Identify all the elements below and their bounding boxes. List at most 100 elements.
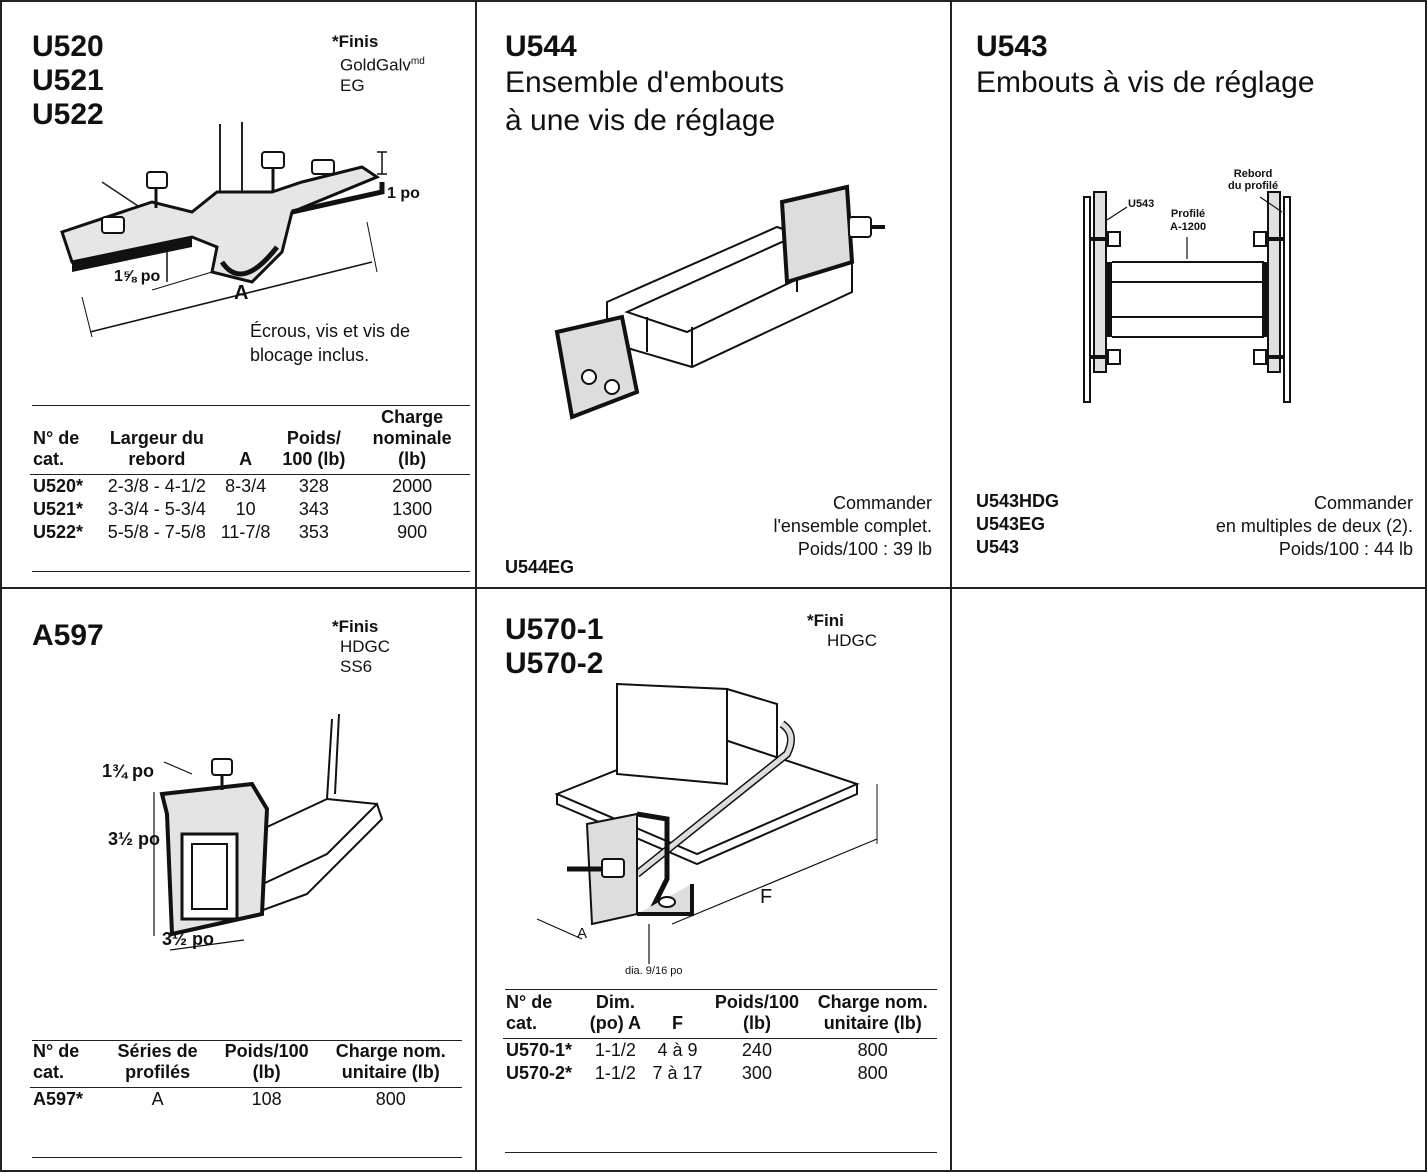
table-header: Séries de profilés bbox=[101, 1041, 214, 1088]
dim-width-label: 3½ po bbox=[162, 929, 215, 949]
dim-a-label: A bbox=[577, 925, 588, 942]
catalog-code: U570-1 bbox=[505, 613, 604, 646]
table-cell: A bbox=[151, 1089, 164, 1109]
table-cell: 5-5/8 - 7-5/8 bbox=[107, 522, 206, 542]
table-cell: U520* bbox=[33, 476, 84, 496]
table-cell: 240 bbox=[741, 1040, 772, 1060]
weight-text: Poids/100 : 39 lb bbox=[797, 539, 932, 559]
catalog-code: A597 bbox=[32, 619, 104, 652]
label-line: Profilé bbox=[1170, 208, 1206, 220]
table-cell: A597* bbox=[33, 1089, 84, 1109]
table-cell: 4 à 9 bbox=[657, 1040, 698, 1060]
panel-u570: U570-1 U570-2 *Fini HDGC bbox=[475, 587, 952, 1172]
table-header: N° de cat. bbox=[30, 1041, 102, 1088]
table-cell: 3-3/4 - 5-3/4 bbox=[107, 499, 206, 519]
table-cell: 8-3/4 bbox=[225, 476, 267, 496]
finish-item: SS6 bbox=[340, 657, 373, 676]
dim-f-label: F bbox=[760, 886, 773, 908]
table-row: U570-1* 1-1/2 4 à 9 240 800 bbox=[503, 1039, 937, 1063]
variant-code: U543EG bbox=[976, 514, 1046, 534]
dim-a-label: A bbox=[234, 282, 249, 304]
note-line: Écrous, vis et vis de bbox=[250, 321, 411, 341]
panel-u543: U543 Embouts à vis de réglage bbox=[950, 0, 1427, 589]
product-title: Embouts à vis de réglage bbox=[976, 66, 1315, 99]
title-line: à une vis de réglage bbox=[505, 104, 776, 137]
table-header: Poids/100 (lb) bbox=[213, 1041, 320, 1088]
table-header: Dim. (po) A bbox=[581, 992, 650, 1039]
table-cell: 1-1/2 bbox=[594, 1063, 636, 1083]
catalog-codes: U570-1 U570-2 bbox=[505, 613, 603, 681]
table-row: U570-2* 1-1/2 7 à 17 300 800 bbox=[503, 1062, 937, 1085]
table-cell: 900 bbox=[397, 522, 428, 542]
finish-item: HDGC bbox=[827, 631, 878, 650]
table-cell: 1-1/2 bbox=[594, 1040, 636, 1060]
catalog-code: U522 bbox=[32, 98, 104, 131]
table-bottom-rule bbox=[32, 571, 470, 572]
table-cell: 300 bbox=[741, 1063, 772, 1083]
table-cell: U570-1* bbox=[506, 1040, 573, 1060]
finish-title: *Fini bbox=[807, 611, 844, 630]
order-note: Commander l'ensemble complet. Poids/100 … bbox=[773, 492, 932, 561]
dia-label: dia. 9/16 po bbox=[625, 965, 683, 977]
table-header: Charge nominale (lb) bbox=[354, 407, 470, 475]
table-header: F bbox=[649, 992, 706, 1039]
table-header: N° de cat. bbox=[503, 992, 582, 1039]
dim-height-label: 1 po bbox=[387, 185, 420, 202]
table-top-rule bbox=[32, 1040, 462, 1041]
table-header: Poids/ 100 (lb) bbox=[273, 407, 355, 475]
u520-note: Écrous, vis et vis de blocage inclus. bbox=[250, 319, 410, 367]
dim-flange-label: 1⅝ po bbox=[114, 268, 161, 285]
table-header: N° de cat. bbox=[30, 407, 96, 475]
table-bottom-rule bbox=[32, 1157, 462, 1158]
dim-top-label: 1¾ po bbox=[102, 761, 155, 781]
table-cell: 800 bbox=[857, 1040, 888, 1060]
table-header: A bbox=[217, 407, 274, 475]
end-cap-illustration bbox=[554, 184, 885, 420]
table-cell: 2-3/8 - 4-1/2 bbox=[107, 476, 206, 496]
u543-label: U543 bbox=[1128, 198, 1155, 210]
panel-u520: U520 U521 U522 *Finis GoldGalvmd EG bbox=[0, 0, 477, 589]
note-line: l'ensemble complet. bbox=[773, 516, 932, 536]
profile-label: Profilé A-1200 bbox=[1170, 208, 1206, 234]
label-line: du profilé bbox=[1228, 180, 1279, 192]
table-cell: U522* bbox=[33, 522, 84, 542]
table-cell: 328 bbox=[298, 476, 329, 496]
table-cell: 10 bbox=[235, 499, 256, 519]
beam-clamp-rod-illustration bbox=[536, 682, 878, 964]
finish-item: HDGC bbox=[340, 637, 391, 656]
table-top-rule bbox=[32, 405, 470, 406]
weight-text: Poids/100 : 44 lb bbox=[1278, 539, 1413, 559]
finish-title: *Finis bbox=[332, 617, 379, 636]
label-line: A-1200 bbox=[1170, 221, 1207, 233]
end-cap-assembly-diagram bbox=[1083, 191, 1291, 403]
finish-block: *Fini HDGC bbox=[807, 611, 877, 651]
table-header: Poids/100 (lb) bbox=[705, 992, 809, 1039]
table-cell: U570-2* bbox=[506, 1063, 573, 1083]
table-cell: 11-7/8 bbox=[220, 522, 271, 542]
table-header: Largeur du rebord bbox=[95, 407, 218, 475]
beam-clamp-illustration bbox=[60, 122, 387, 338]
catalog-code: U543 bbox=[976, 30, 1048, 63]
catalog-code: U570-2 bbox=[505, 647, 604, 680]
label-line: Rebord bbox=[1233, 168, 1273, 180]
u570-spec-table: N° de cat. Dim. (po) A F Poids/100 (lb) … bbox=[503, 992, 937, 1085]
table-cell: 800 bbox=[857, 1063, 888, 1083]
finish-title: *Finis bbox=[332, 32, 379, 51]
finish-block: *Finis GoldGalvmd EG bbox=[332, 32, 425, 96]
table-cell: 2000 bbox=[392, 476, 433, 496]
variant-code: U544EG bbox=[505, 557, 575, 577]
table-row: U520* 2-3/8 - 4-1/2 8-3/4 328 2000 bbox=[30, 475, 470, 499]
table-top-rule bbox=[505, 989, 937, 990]
note-line: blocage inclus. bbox=[250, 345, 370, 365]
order-note: Commander en multiples de deux (2). Poid… bbox=[1216, 492, 1413, 561]
title-line: Ensemble d'embouts bbox=[505, 66, 785, 99]
panel-empty bbox=[950, 587, 1427, 1172]
table-row: A597* A 108 800 bbox=[30, 1088, 462, 1112]
table-cell: U521* bbox=[33, 499, 84, 519]
variant-code: U543 bbox=[976, 537, 1020, 557]
table-cell: 108 bbox=[251, 1089, 282, 1109]
variant-codes: U543HDG U543EG U543 bbox=[976, 490, 1059, 559]
panel-a597: A597 *Finis HDGC SS6 1¾ po 3½ po 3½ po bbox=[0, 587, 477, 1172]
finish-item: GoldGalv bbox=[340, 55, 411, 75]
